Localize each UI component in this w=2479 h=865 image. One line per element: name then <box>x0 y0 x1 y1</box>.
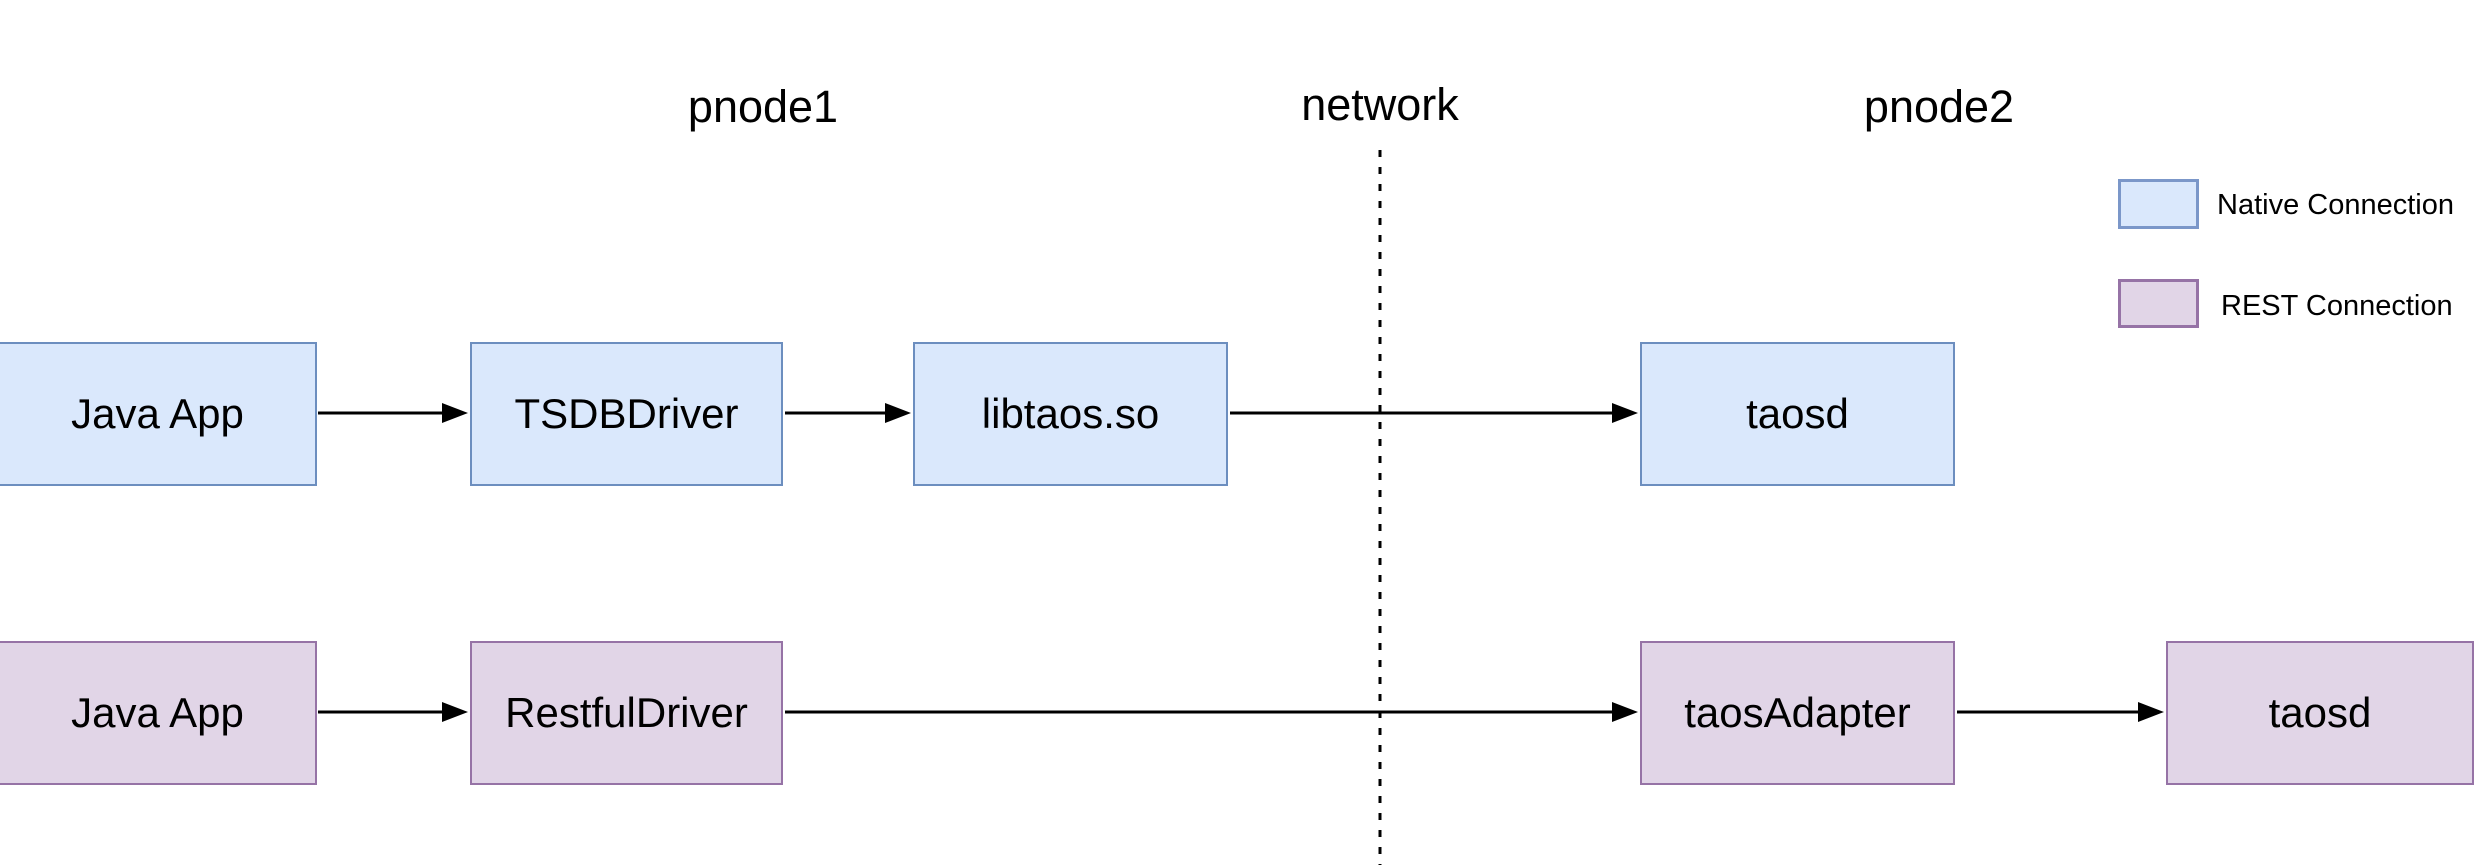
node-java-app-rest: Java App <box>0 641 317 785</box>
node-label: TSDBDriver <box>514 390 739 437</box>
node-label: RestfulDriver <box>505 689 748 736</box>
arrow-libtaos-to-taosd <box>1230 403 1638 423</box>
section-label-network: network <box>1301 79 1459 130</box>
node-libtaos-so: libtaos.so <box>913 342 1228 486</box>
node-label: taosd <box>2268 689 2372 736</box>
section-label-pnode1: pnode1 <box>687 81 839 132</box>
arrow-javaapp-to-tsdbdriver <box>318 403 468 423</box>
legend-swatch-native-connection <box>2118 179 2199 229</box>
node-java-app-native: Java App <box>0 342 317 486</box>
node-tsdbdriver: TSDBDriver <box>470 342 783 486</box>
node-label: taosd <box>1746 390 1849 437</box>
legend-swatch-rest-connection <box>2118 279 2199 328</box>
arrow-taosadapter-to-taosd <box>1957 702 2164 722</box>
node-label: taosAdapter <box>1684 689 1911 736</box>
node-restfuldriver: RestfulDriver <box>470 641 783 785</box>
legend-label-native-connection: Native Connection <box>2217 189 2454 221</box>
arrow-javaapp-to-restfuldriver <box>318 702 468 722</box>
arrow-restfuldriver-to-taosadapter <box>785 702 1638 722</box>
node-taosd-native: taosd <box>1640 342 1955 486</box>
node-label: Java App <box>71 390 244 437</box>
arrow-tsdbdriver-to-libtaos <box>785 403 911 423</box>
node-taosd-rest: taosd <box>2166 641 2474 785</box>
section-label-pnode2: pnode2 <box>1863 81 2015 132</box>
node-label: libtaos.so <box>981 390 1160 437</box>
legend-label-rest-connection: REST Connection <box>2221 290 2453 322</box>
node-label: Java App <box>71 689 244 736</box>
node-taosadapter: taosAdapter <box>1640 641 1955 785</box>
